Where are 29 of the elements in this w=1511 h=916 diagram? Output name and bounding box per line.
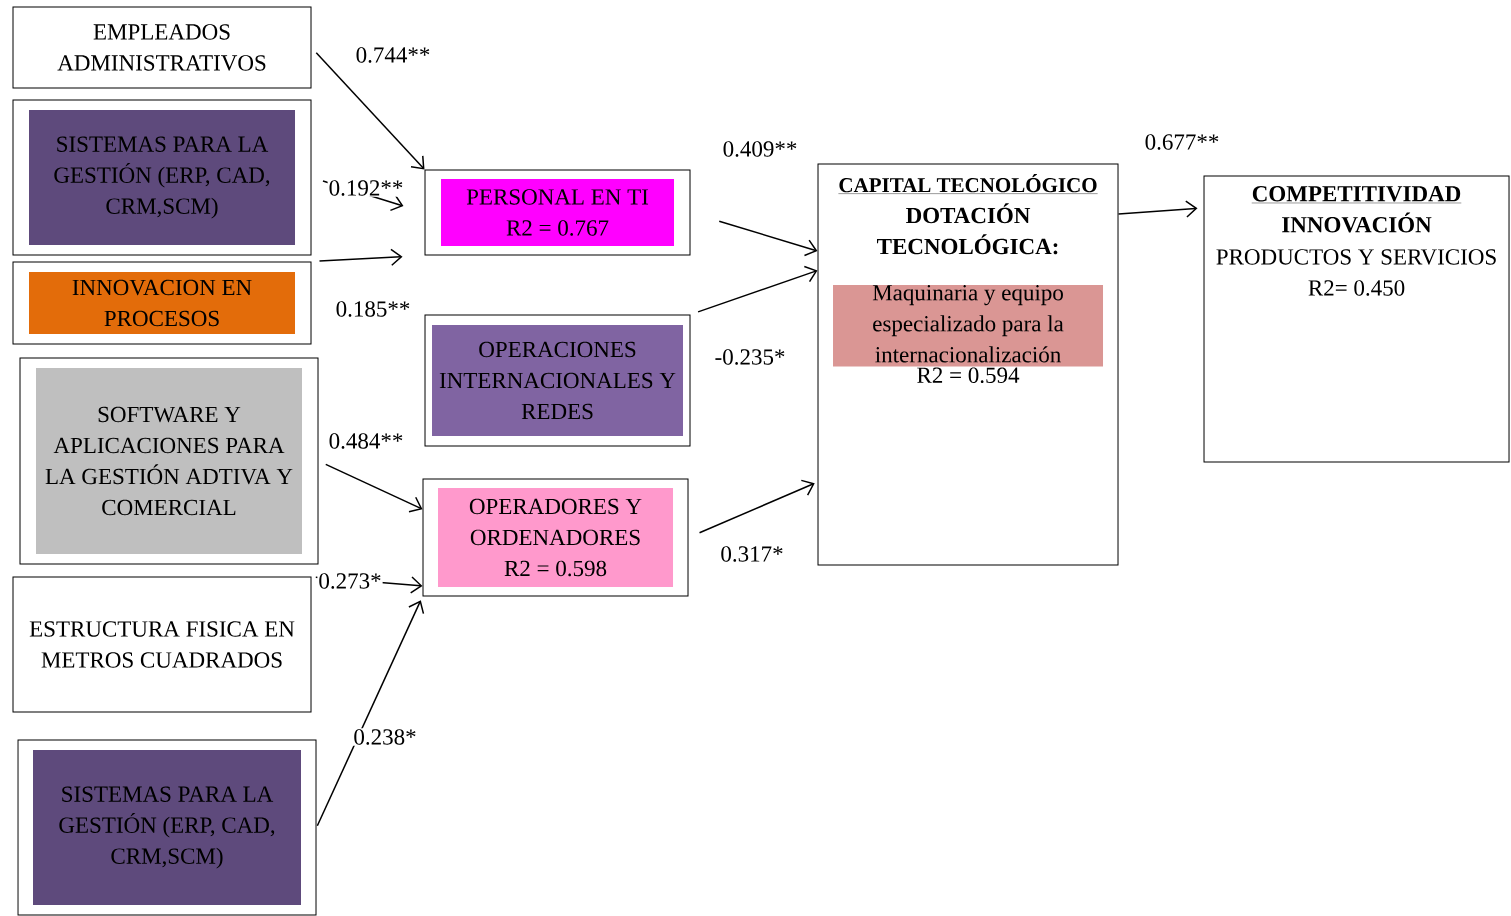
text-box: SISTEMAS PARA LA GESTIÓN (ERP, CAD, CRM,SCM) (17, 739, 317, 916)
edge-label: 0.185** (334, 300, 412, 318)
edge-label: 0.744** (354, 46, 432, 64)
arrow (697, 265, 818, 313)
arrow (718, 220, 818, 257)
text-box: EMPLEADOS ADMINISTRATIVOS (12, 6, 312, 89)
arrow (315, 51, 425, 170)
text-box: INNOVACION EN PROCESOS (12, 261, 312, 345)
edge-label: -0.235* (713, 348, 787, 366)
arrow (318, 248, 403, 266)
arrow (316, 600, 425, 827)
text-box: SOFTWARE Y APLICACIONES PARA LA GESTIÓN ADTIVA Y COMERCIAL (19, 357, 319, 565)
edge-label: 0.273* (317, 572, 383, 590)
text-box: OPERACIONES INTERNACIONALES Y REDES (424, 314, 691, 447)
text-box: OPERADORES Y ORDENADORES R2 = 0.598 (422, 478, 689, 597)
edge-label: 0.484** (327, 432, 405, 450)
edge-label: 0.677** (1143, 133, 1221, 151)
arrow (325, 463, 423, 513)
edge-label: 0.409** (721, 140, 799, 158)
arrow (1117, 200, 1198, 218)
arrow (698, 479, 815, 534)
construct-box: COMPETITIVIDAD INNOVACIÓN PRODUCTOS Y SERVICIOS R2= 0.450 (1203, 175, 1510, 463)
text-box: PERSONAL EN TI R2 = 0.767 (424, 169, 691, 256)
construct-box: CAPITAL TECNOLÓGICO DOTACIÓN TECNOLÓGICA: Maquinaria y equipo especializado para la internacionalización R2 = 0.594 (817, 163, 1119, 566)
text-box: ESTRUCTURA FISICA EN METROS CUADRADOS (12, 576, 312, 713)
edge-label: 0.238* (352, 728, 418, 746)
edge-label: 0.317* (719, 545, 785, 563)
edge-label: 0.192** (327, 179, 405, 197)
text-box: SISTEMAS PARA LA GESTIÓN (ERP, CAD, CRM,SCM) (12, 99, 312, 256)
